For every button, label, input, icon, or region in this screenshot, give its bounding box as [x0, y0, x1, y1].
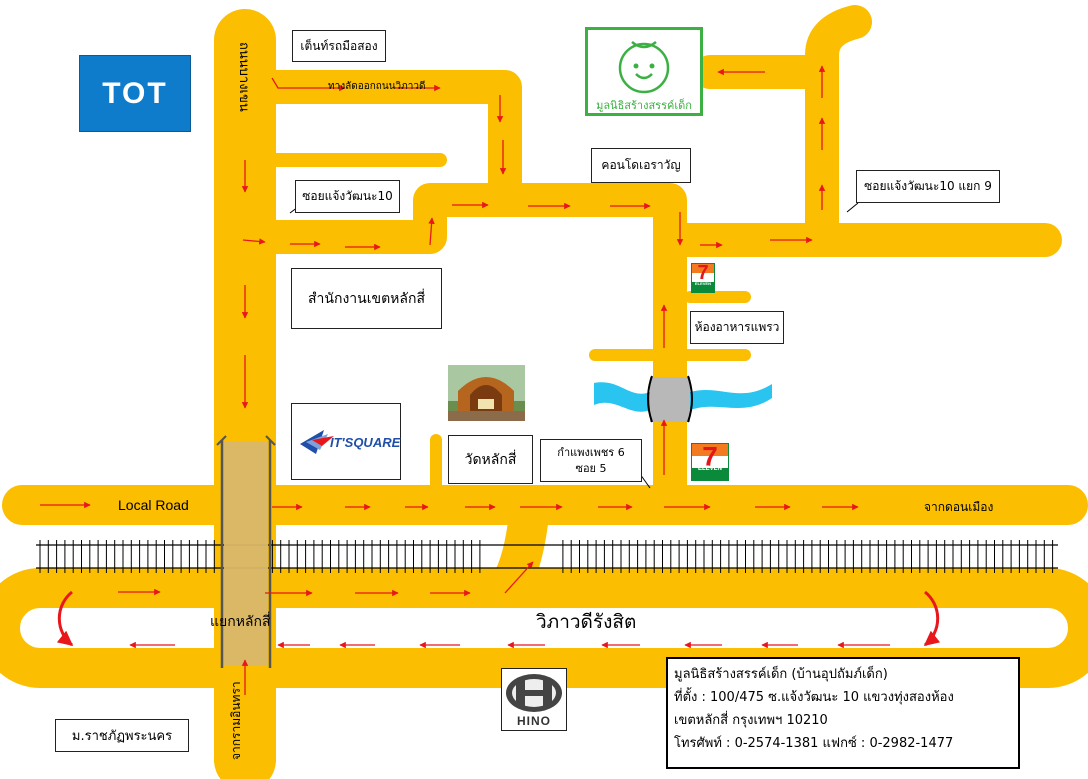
- it-square-logo: IT'SQUARE: [291, 403, 401, 480]
- label-soi-10-9: ซอยแจ้งวัฒนะ10 แยก 9: [856, 170, 1000, 203]
- hino-logo-text: HINO: [517, 714, 551, 728]
- label-second-hand-tent: เต็นท์รถมือสอง: [292, 30, 386, 62]
- tot-logo: TOT: [79, 55, 191, 132]
- ramp-road: [490, 485, 550, 605]
- seven-eleven-north-text: ELEVEN: [694, 281, 711, 286]
- soi-10-road: [253, 183, 687, 522]
- road-label-local: Local Road: [118, 497, 189, 513]
- label-kamphaeng-line2: ซอย 5: [575, 461, 607, 475]
- traffic-arrows: [40, 65, 941, 695]
- it-square-logo-text: IT'SQUARE: [330, 435, 401, 450]
- label-university: ม.ราชภัฏพระนคร: [55, 719, 189, 752]
- road-label-vibhavadi: วิภาวดีรังสิต: [536, 611, 637, 633]
- label-kamphaeng: กำแพงเพชร 6 ซอย 5: [540, 439, 642, 482]
- hino-emblem-icon: [506, 674, 562, 712]
- canal-bridge: [650, 377, 690, 422]
- smile-icon: [618, 41, 670, 94]
- seven-eleven-logo-south: 7 ELEVEN: [691, 441, 729, 481]
- canal: [594, 375, 772, 423]
- info-address: ที่ตั้ง : 100/475 ซ.แจ้งวัฒนะ 10 แขวงทุ่…: [674, 690, 954, 705]
- it-square-emblem-icon: [300, 430, 334, 454]
- seven-eleven-logo-north: 7 ELEVEN: [691, 262, 715, 293]
- info-phone: โทรศัพท์ : 0-2574-1381 แฟกซ์ : 0-2982-14…: [674, 736, 954, 751]
- label-temple: วัดหลักสี่: [448, 435, 533, 484]
- road-label-shortcut: ทางลัดออกถนนวิภาวดี: [328, 80, 425, 92]
- road-label-don-mueang: จากดอนเมือง: [924, 500, 993, 514]
- hino-logo: HINO: [501, 668, 567, 731]
- road-label-junction: แยกหลักสี่: [210, 612, 271, 630]
- railway: [36, 540, 1058, 573]
- vibhavadi-loop: [0, 568, 1088, 688]
- temple-photo-icon: [448, 365, 525, 421]
- label-district-office: สำนักงานเขตหลักสี่: [291, 268, 442, 329]
- road-network: [0, 5, 1088, 779]
- foundation-logo: มูลนิธิสร้างสรรค์เด็ก: [585, 27, 703, 116]
- label-soi-10: ซอยแจ้งวัฒนะ10: [295, 180, 400, 213]
- soi-10-9-road: [805, 5, 872, 257]
- label-condo: คอนโดเอราวัญ: [591, 148, 691, 183]
- road-label-ramintra: จากรามอินทรา: [229, 681, 243, 760]
- shortcut-road: [258, 70, 522, 217]
- label-kamphaeng-line1: กำแพงเพชร 6: [557, 445, 625, 459]
- junction-bridge: [216, 435, 276, 668]
- foundation-logo-text: มูลนิธิสร้างสรรค์เด็ก: [596, 99, 692, 112]
- tot-logo-text: TOT: [102, 76, 168, 110]
- info-district: เขตหลักสี่ กรุงเทพฯ 10210: [674, 713, 828, 728]
- label-restaurant: ห้องอาหารแพรว: [690, 311, 784, 344]
- info-name: มูลนิธิสร้างสรรค์เด็ก (บ้านอุปถัมภ์เด็ก): [674, 667, 888, 682]
- seven-eleven-south-text: ELEVEN: [697, 466, 722, 472]
- foundation-info-box: มูลนิธิสร้างสรรค์เด็ก (บ้านอุปถัมภ์เด็ก)…: [666, 657, 1020, 769]
- road-label-bangkhen: ถนนบางเขน: [236, 42, 251, 112]
